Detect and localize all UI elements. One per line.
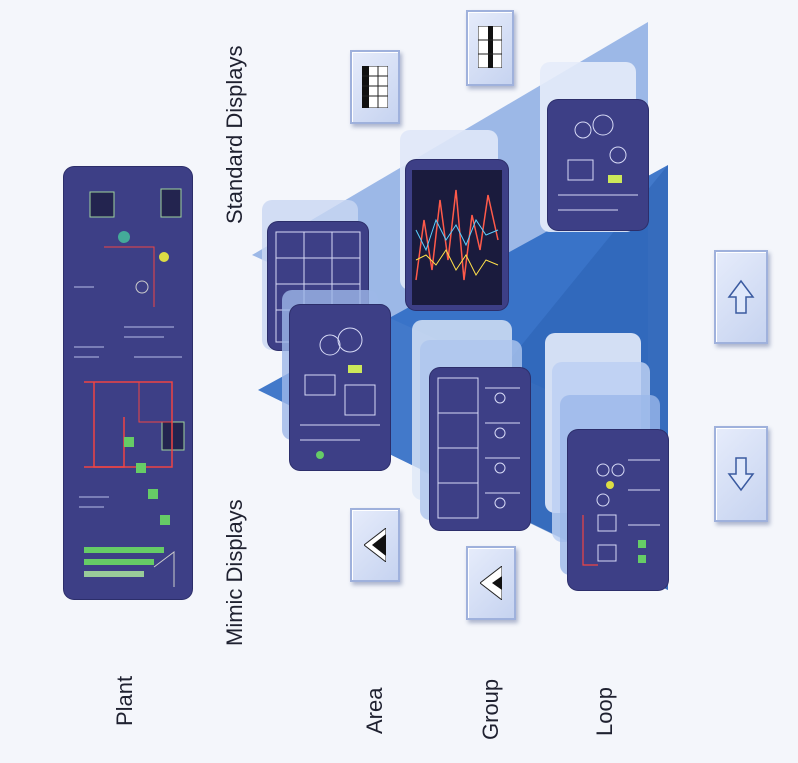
pyramid-icon bbox=[364, 528, 386, 562]
plant-overview-display bbox=[64, 167, 192, 599]
pyramid-icon bbox=[480, 566, 502, 600]
standard-group-button[interactable] bbox=[466, 10, 514, 86]
standard-displays-label: Standard Displays bbox=[222, 45, 247, 224]
mimic-displays-label: Mimic Displays bbox=[222, 499, 247, 646]
navigate-up-button[interactable] bbox=[714, 250, 768, 344]
area-mimic-display bbox=[290, 305, 390, 470]
loop-display bbox=[568, 430, 668, 590]
navigate-down-button[interactable] bbox=[714, 426, 768, 522]
arrow-up-icon bbox=[727, 279, 755, 314]
plant-label: Plant bbox=[112, 675, 137, 726]
grid-icon bbox=[362, 66, 388, 108]
grid-icon bbox=[478, 26, 502, 68]
trend-display bbox=[406, 160, 508, 310]
standard-area-button[interactable] bbox=[350, 50, 400, 124]
mimic-group-button[interactable] bbox=[466, 546, 516, 620]
group-display bbox=[430, 368, 530, 530]
loop-standard-display bbox=[548, 100, 648, 230]
loop-label: Loop bbox=[592, 687, 617, 736]
arrow-down-icon bbox=[727, 457, 755, 492]
group-label: Group bbox=[478, 678, 503, 740]
area-label: Area bbox=[362, 687, 387, 734]
mimic-area-button[interactable] bbox=[350, 508, 400, 582]
